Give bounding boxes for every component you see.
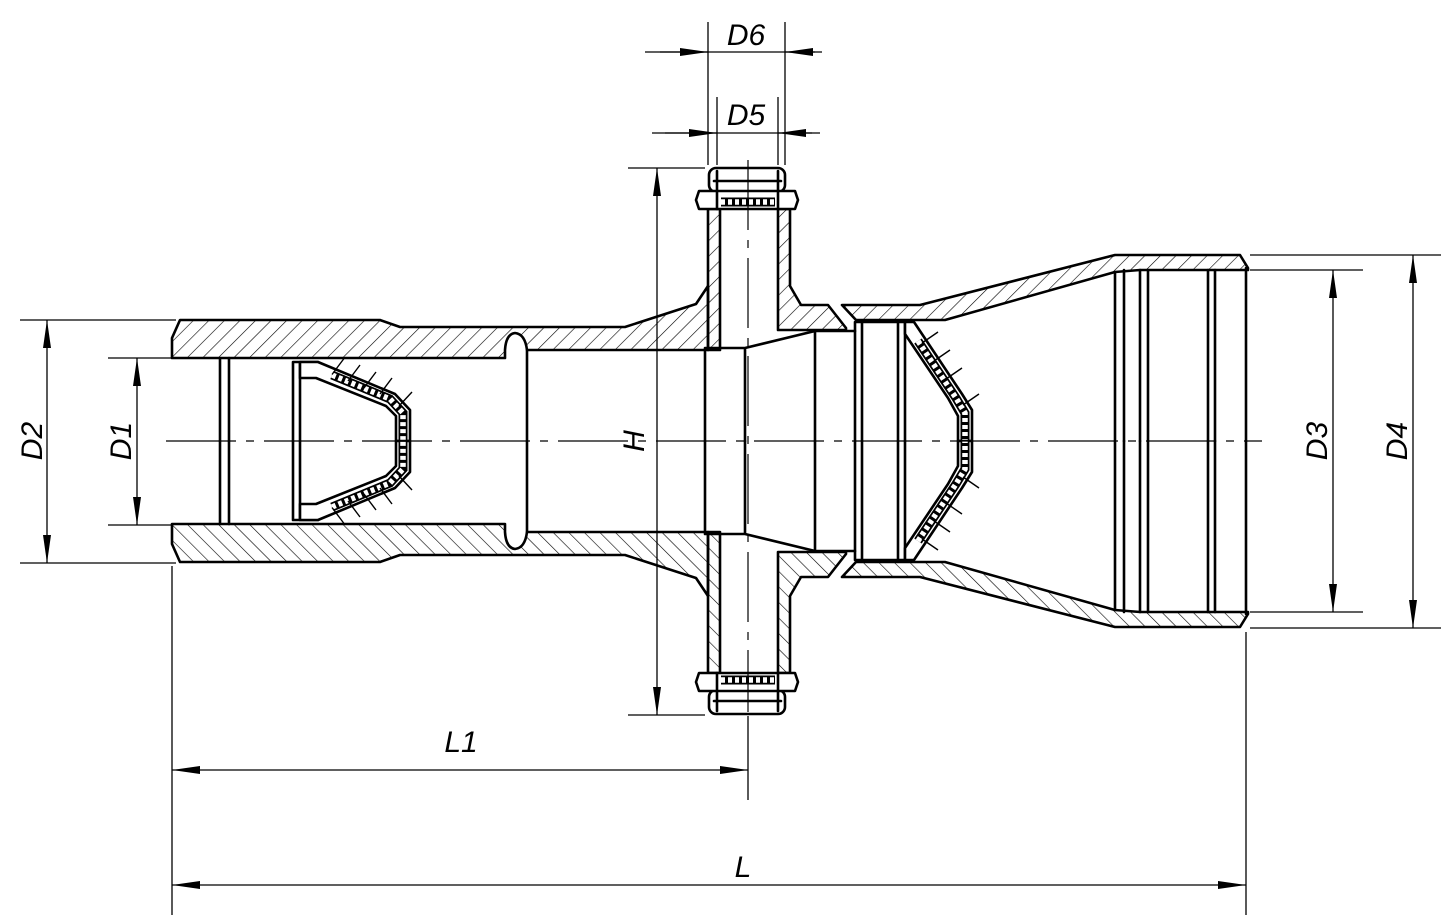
right-seal-teeth-gaps: [915, 339, 968, 441]
d3-label: D3: [1301, 422, 1334, 461]
stem-right-wall: [776, 207, 848, 332]
dimension-d6: D6: [645, 19, 822, 165]
d1-label: D1: [105, 422, 138, 460]
inner-sleeve-profile: [703, 329, 857, 443]
l1-label: L1: [444, 726, 477, 759]
d4-label: D4: [1381, 422, 1414, 460]
grip-tick: [398, 391, 413, 407]
dimension-l: L: [171, 566, 1247, 915]
grip-tick: [379, 377, 393, 395]
cone-wall: [840, 253, 1250, 322]
stem-left-wall: [706, 207, 722, 352]
grip-tick: [962, 393, 980, 406]
clamp-ring-profile: [853, 320, 907, 443]
grip-tick: [921, 331, 939, 344]
dimension-d5: D5: [652, 97, 820, 165]
dimension-d1: D1: [105, 357, 172, 526]
fitting-top-half: [170, 166, 1250, 443]
l-label: L: [735, 851, 752, 884]
h-label: H: [618, 430, 651, 452]
d6-label: D6: [727, 19, 766, 52]
left-seal-grip-ticks: [331, 358, 413, 407]
dimension-d3: D3: [1250, 269, 1363, 613]
right-seal-grip-ticks: [921, 331, 980, 406]
grip-tick: [347, 364, 361, 382]
dimension-h: H: [618, 167, 705, 716]
d2-label: D2: [16, 422, 49, 461]
dimension-d2: D2: [16, 319, 176, 564]
right-socket-grooves: [1113, 266, 1248, 443]
grip-tick: [933, 349, 951, 362]
fitting-bottom-half: [172, 441, 1248, 714]
d5-label: D5: [727, 99, 766, 132]
dimension-d4: D4: [1250, 254, 1441, 629]
left-socket-groove: [218, 356, 231, 443]
grip-tick: [331, 358, 345, 375]
left-seal-teeth-gaps: [330, 372, 406, 441]
left-pipe-wall: [170, 284, 710, 360]
grip-tick: [945, 367, 963, 380]
dimension-l1: L1: [172, 716, 749, 800]
grip-tick: [363, 371, 377, 389]
